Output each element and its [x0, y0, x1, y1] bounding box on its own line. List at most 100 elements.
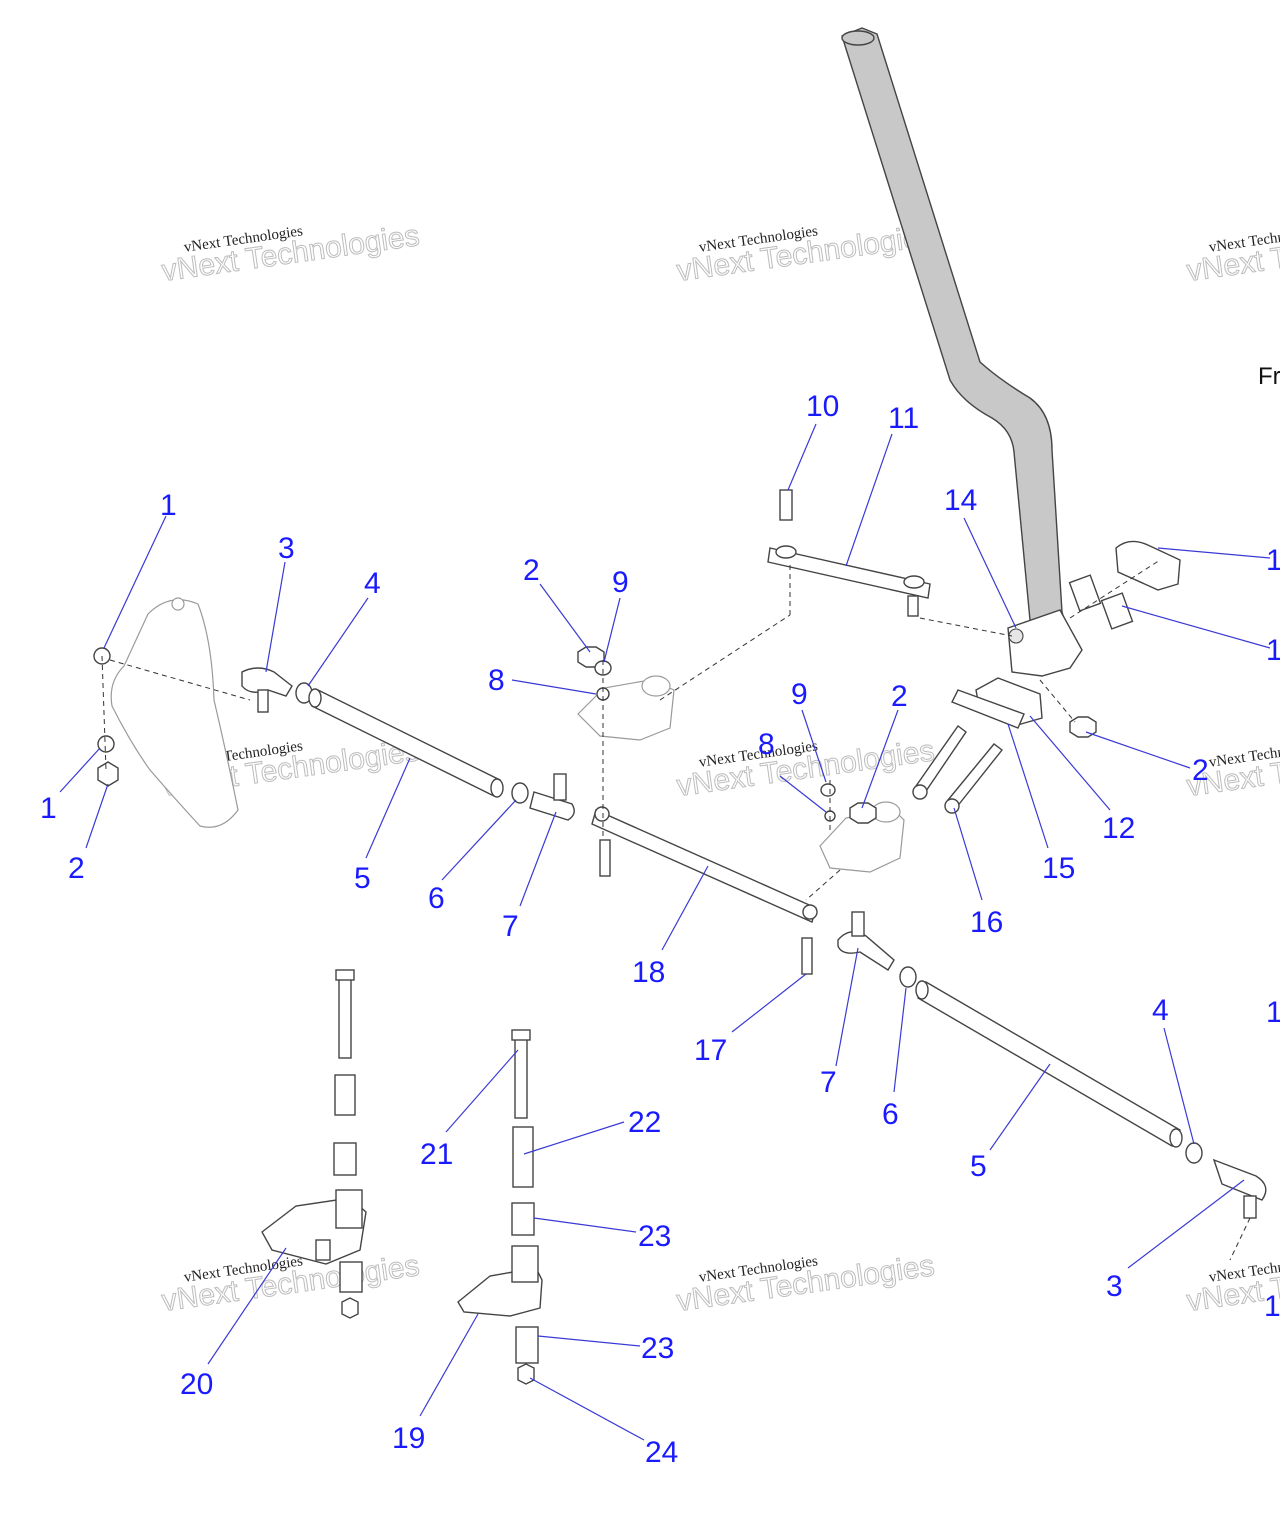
callout-18: 18	[632, 956, 665, 989]
tie-rod-end	[241, 667, 293, 697]
bushing	[333, 1142, 357, 1176]
tube-end	[1169, 1128, 1183, 1148]
bolt-head	[912, 784, 928, 800]
assembly-lines	[101, 559, 1251, 1261]
callout-21: 21	[420, 1138, 453, 1171]
bushing	[511, 1202, 535, 1236]
assembly-line	[919, 617, 1013, 637]
assembly-line	[805, 869, 841, 901]
watermark-group: vNext Technologies vNext Technologies vN…	[159, 219, 1280, 1319]
leader-line	[59, 747, 101, 793]
tie-rod-end-stud	[257, 689, 269, 713]
bolt-head	[335, 969, 355, 981]
callout-12: 12	[1102, 812, 1135, 845]
watermark: vNext Technologies vNext Technologies	[159, 219, 422, 289]
nut	[341, 1297, 359, 1319]
leader-line	[1163, 1027, 1195, 1145]
tie-rod-end-stud	[1243, 1195, 1257, 1219]
column-base-hole	[1008, 628, 1024, 644]
leader-line	[365, 757, 411, 859]
callout-1: 1	[160, 489, 177, 522]
drag-link	[591, 809, 817, 923]
watermark-big-text: vNext Technologies	[1185, 219, 1280, 288]
watermark: vNext Technologies vNext Technologies	[1184, 219, 1280, 289]
leader-line	[519, 811, 557, 907]
bolt	[779, 489, 793, 521]
tube-end	[915, 980, 929, 1000]
bushing	[1100, 592, 1134, 630]
leader-line	[207, 1247, 287, 1365]
leader-line	[533, 1217, 637, 1233]
callout-edge-1: 1	[1264, 1290, 1280, 1323]
leader-line	[441, 799, 517, 881]
callout-11: 11	[888, 402, 919, 435]
callout-8: 8	[488, 664, 505, 697]
leader-line	[1127, 1179, 1245, 1269]
callout-8: 8	[758, 728, 775, 761]
leader-line	[537, 1335, 641, 1347]
callout-7: 7	[502, 910, 519, 943]
tie-rod-end	[529, 791, 575, 821]
column-base-bracket	[1007, 609, 1083, 677]
leader-line	[1157, 547, 1271, 559]
assembly-line	[101, 655, 107, 771]
leader-line	[801, 709, 827, 783]
assembly-line	[109, 659, 251, 701]
bushing	[515, 1326, 539, 1364]
bolt	[599, 839, 611, 877]
leader-line	[845, 433, 893, 567]
bushing	[1068, 574, 1102, 612]
leader-line	[953, 807, 983, 901]
clamp-plate	[951, 689, 1025, 729]
bolt-long	[514, 1035, 528, 1119]
callout-2: 2	[891, 680, 908, 713]
bolt	[947, 743, 1003, 810]
tie-rod-end-stud	[851, 911, 865, 937]
callout-3: 3	[1106, 1270, 1123, 1303]
spacer	[820, 783, 836, 797]
callout-4: 4	[364, 567, 381, 600]
leader-line	[103, 515, 167, 649]
jam-nut	[511, 782, 529, 804]
idler-arm-boss	[335, 1189, 363, 1229]
idler-arm-boss	[511, 1245, 539, 1283]
leader-line	[539, 583, 591, 653]
bolt-head	[944, 798, 960, 814]
nut	[97, 761, 119, 787]
leader-line	[835, 947, 859, 1067]
leader-line	[787, 423, 817, 491]
leader-line	[893, 987, 907, 1093]
callout-14: 14	[944, 484, 977, 517]
callout-6: 6	[882, 1098, 899, 1131]
callout-edge-1: 1	[1266, 996, 1280, 1029]
nut	[849, 802, 877, 824]
pitman-hole	[775, 545, 797, 559]
watermark: vNext Technologies vNext Technologies	[674, 219, 937, 289]
nut	[517, 1363, 535, 1385]
sleeve	[334, 1074, 356, 1116]
washer	[97, 735, 115, 753]
jam-nut	[1185, 1142, 1203, 1164]
callout-20: 20	[180, 1368, 213, 1401]
leader-line	[511, 679, 597, 695]
leader-line	[661, 865, 709, 951]
callout-23: 23	[638, 1220, 671, 1253]
pitman-hole	[903, 575, 925, 589]
leader-line	[265, 561, 286, 673]
stud	[315, 1239, 331, 1261]
callout-5: 5	[354, 862, 371, 895]
bolt-long	[338, 975, 352, 1059]
callouts: 1 1 2 3 4 5 6 7 2 9 8 10 11 14 9 8 2 2 1…	[40, 390, 1280, 1469]
pitman-arm	[767, 547, 931, 599]
bushing	[339, 1261, 363, 1293]
leader-line	[1007, 723, 1049, 849]
parts	[93, 27, 1267, 1385]
callout-2: 2	[1192, 754, 1209, 787]
callout-17: 17	[694, 1034, 727, 1067]
callout-19: 19	[392, 1422, 425, 1455]
leader-line	[779, 775, 827, 813]
callout-3: 3	[278, 532, 295, 565]
jam-nut	[899, 966, 917, 988]
leader-line	[529, 1377, 645, 1441]
